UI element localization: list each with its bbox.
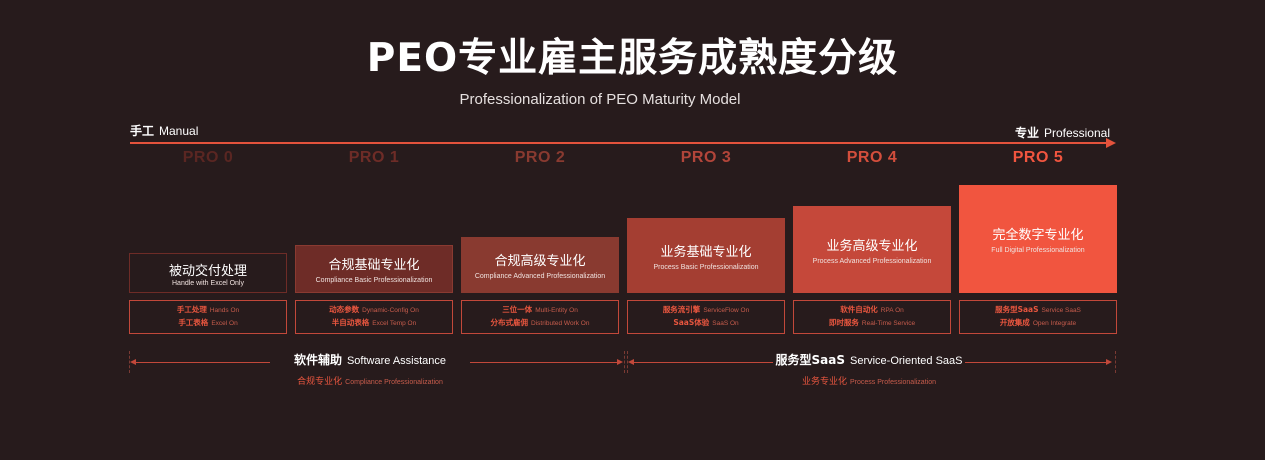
- level-label-pro1: PRO 1: [348, 149, 400, 166]
- feature-en: Hands On: [209, 307, 240, 314]
- phase1-title-en: Software Assistance: [346, 355, 447, 367]
- level-label-pro2: PRO 2: [514, 149, 566, 166]
- stage-pro3: 业务基础专业化 Process Basic Professionalizatio…: [627, 218, 785, 293]
- stage-pro3-title: 业务基础专业化: [660, 244, 752, 260]
- page-subtitle: Professionalization of PEO Maturity Mode…: [459, 91, 741, 108]
- maturity-axis: [130, 142, 1110, 144]
- stage-pro5: 完全数字专业化 Full Digital Professionalization: [959, 185, 1117, 293]
- feature-en: Distributed Work On: [531, 320, 590, 327]
- feature-en: Excel On: [211, 320, 238, 327]
- phase1-bracket-left: [133, 362, 270, 363]
- scale-start-label: 手工 Manual: [130, 122, 198, 139]
- phase2-title-en: Service-Oriented SaaS: [849, 355, 963, 367]
- bracket-arrow-right-icon: [617, 359, 623, 365]
- level-label-pro0: PRO 0: [182, 149, 234, 166]
- stage-pro4-subtitle: Process Advanced Professionalization: [812, 257, 932, 265]
- stage-pro1: 合规基础专业化 Compliance Basic Professionaliza…: [295, 245, 453, 293]
- stage-pro2-subtitle: Compliance Advanced Professionalization: [474, 273, 606, 280]
- feature-cn: 服务流引擎: [662, 305, 701, 314]
- stage-pro1-subtitle: Compliance Basic Professionalization: [315, 277, 433, 284]
- scale-end-en: Professional: [1043, 126, 1110, 140]
- phase-boundary-tick: [129, 351, 130, 373]
- phase1-bracket-right: [470, 362, 620, 363]
- stage-pro1-title: 合规基础专业化: [328, 258, 420, 273]
- phase2-bracket-left: [631, 362, 773, 363]
- phase2-title-cn: 服务型SaaS: [775, 353, 845, 367]
- feature-en: ServiceFlow On: [703, 307, 750, 314]
- feature-cn: 开放集成: [999, 318, 1030, 327]
- feature-en: Open Integrate: [1032, 320, 1077, 327]
- feature-cn: 半自动表格: [331, 318, 370, 327]
- scale-start-en: Manual: [159, 124, 199, 138]
- feature-en: RPA On: [880, 307, 904, 314]
- phase1-title-cn: 软件辅助: [293, 353, 342, 367]
- feature-en: Real-Time Service: [861, 320, 916, 327]
- axis-arrow-icon: [1106, 138, 1116, 148]
- feature-cn: 服务型SaaS: [995, 305, 1039, 314]
- feature-cn: 动态参数: [329, 305, 360, 314]
- stage-pro0-subtitle: Handle with Excel Only: [172, 279, 244, 287]
- feature-en: SaaS On: [712, 320, 739, 327]
- phase-boundary-tick: [624, 351, 625, 373]
- stage-pro3-subtitle: Process Basic Professionalization: [653, 263, 759, 271]
- feature-cn: 手工表格: [178, 318, 209, 327]
- scale-start-cn: 手工: [130, 124, 155, 138]
- feature-cn: 手工处理: [176, 305, 207, 314]
- stage-pro5-title: 完全数字专业化: [992, 228, 1084, 243]
- feature-en: Service SaaS: [1041, 307, 1081, 314]
- phase2-sub-cn: 业务专业化: [801, 377, 847, 387]
- phase-boundary-tick: [1115, 351, 1116, 373]
- stage-pro2: 合规高级专业化 Compliance Advanced Professional…: [461, 237, 619, 293]
- stage-pro4: 业务高级专业化 Process Advanced Professionaliza…: [793, 206, 951, 293]
- scale-end-label: 专业 Professional: [1015, 124, 1110, 141]
- feature-cn: 即时服务: [828, 318, 859, 327]
- level-label-pro4: PRO 4: [846, 149, 898, 166]
- scale-end-cn: 专业: [1014, 126, 1039, 140]
- feature-en: Dynamic-Config On: [362, 307, 419, 314]
- phase1-sub-cn: 合规专业化: [297, 377, 343, 387]
- level-label-pro5: PRO 5: [1012, 149, 1064, 166]
- feature-cn: SaaS体验: [673, 318, 710, 327]
- page-title: PEO专业雇主服务成熟度分级: [366, 36, 899, 81]
- feature-en: Excel Temp On: [372, 320, 417, 327]
- phase2-sub-en: Process Professionalization: [850, 379, 936, 386]
- stage-pro4-title: 业务高级专业化: [826, 238, 918, 254]
- feature-cn: 三位一体: [502, 305, 533, 314]
- phase-boundary-tick: [627, 351, 628, 373]
- feature-cn: 软件自动化: [840, 305, 878, 314]
- stage-pro2-title: 合规高级专业化: [494, 254, 586, 269]
- level-label-pro3: PRO 3: [680, 149, 732, 166]
- phase1-sub-en: Compliance Professionalization: [345, 379, 443, 386]
- stage-pro0-title: 被动交付处理: [168, 263, 247, 279]
- phase2-bracket-right: [965, 362, 1110, 363]
- bracket-arrow-right-icon: [1106, 359, 1112, 365]
- feature-en: Multi-Entity On: [535, 307, 578, 314]
- stage-pro0: 被动交付处理 Handle with Excel Only: [129, 253, 287, 293]
- stage-pro5-subtitle: Full Digital Professionalization: [991, 247, 1085, 254]
- feature-cn: 分布式雇佣: [490, 318, 529, 327]
